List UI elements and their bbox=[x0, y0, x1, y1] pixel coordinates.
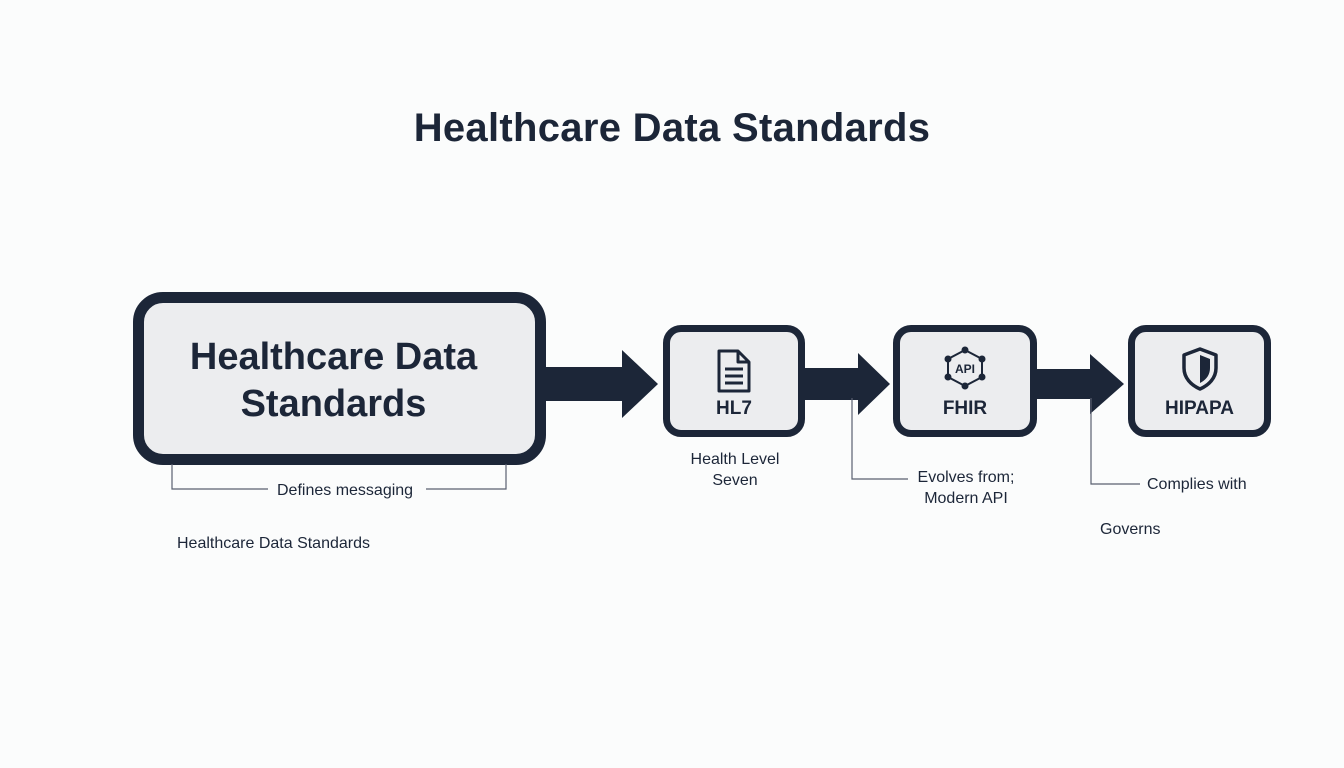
node-fhir: API FHIR bbox=[893, 325, 1037, 437]
node-fhir-label: FHIR bbox=[942, 398, 988, 419]
caption-defines-messaging: Defines messaging bbox=[277, 482, 414, 499]
node-hl7-label: HL7 bbox=[716, 398, 752, 419]
arrow-main-to-hl7 bbox=[544, 350, 658, 418]
caption-governs: Governs bbox=[1100, 521, 1161, 538]
api-network-icon: API bbox=[944, 346, 986, 390]
main-node-label-line2: Standards bbox=[240, 382, 427, 425]
caption-complies-with: Complies with bbox=[1147, 476, 1247, 493]
caption-health-level-seven-line1: Health Level bbox=[690, 451, 780, 468]
connector-fhir-to-hipapa bbox=[1090, 398, 1140, 485]
caption-evolves-from: Evolves from; Modern API bbox=[911, 467, 1021, 509]
main-node-healthcare-data-standards: Healthcare Data Standards bbox=[133, 292, 546, 465]
main-node-label: Healthcare Data Standards bbox=[164, 334, 504, 428]
connector-main-bracket bbox=[171, 464, 507, 490]
shield-icon bbox=[1182, 347, 1218, 391]
diagram-title: Healthcare Data Standards bbox=[413, 106, 931, 150]
caption-evolves-from-line1: Evolves from; bbox=[917, 469, 1015, 486]
node-hipapa: HIPAPA bbox=[1128, 325, 1271, 437]
footer-label: Healthcare Data Standards bbox=[177, 535, 370, 552]
arrow-fhir-to-hipapa bbox=[1034, 354, 1124, 414]
api-icon-text: API bbox=[955, 362, 975, 376]
caption-health-level-seven: Health Level Seven bbox=[680, 449, 790, 491]
node-hipapa-label: HIPAPA bbox=[1165, 398, 1234, 419]
node-hl7: HL7 bbox=[663, 325, 805, 437]
caption-health-level-seven-line2: Seven bbox=[712, 472, 758, 489]
main-node-label-line1: Healthcare Data bbox=[189, 335, 478, 378]
connector-hl7-to-fhir bbox=[851, 398, 908, 480]
caption-evolves-from-line2: Modern API bbox=[924, 490, 1008, 507]
arrow-hl7-to-fhir bbox=[802, 353, 890, 415]
document-icon bbox=[717, 349, 751, 393]
